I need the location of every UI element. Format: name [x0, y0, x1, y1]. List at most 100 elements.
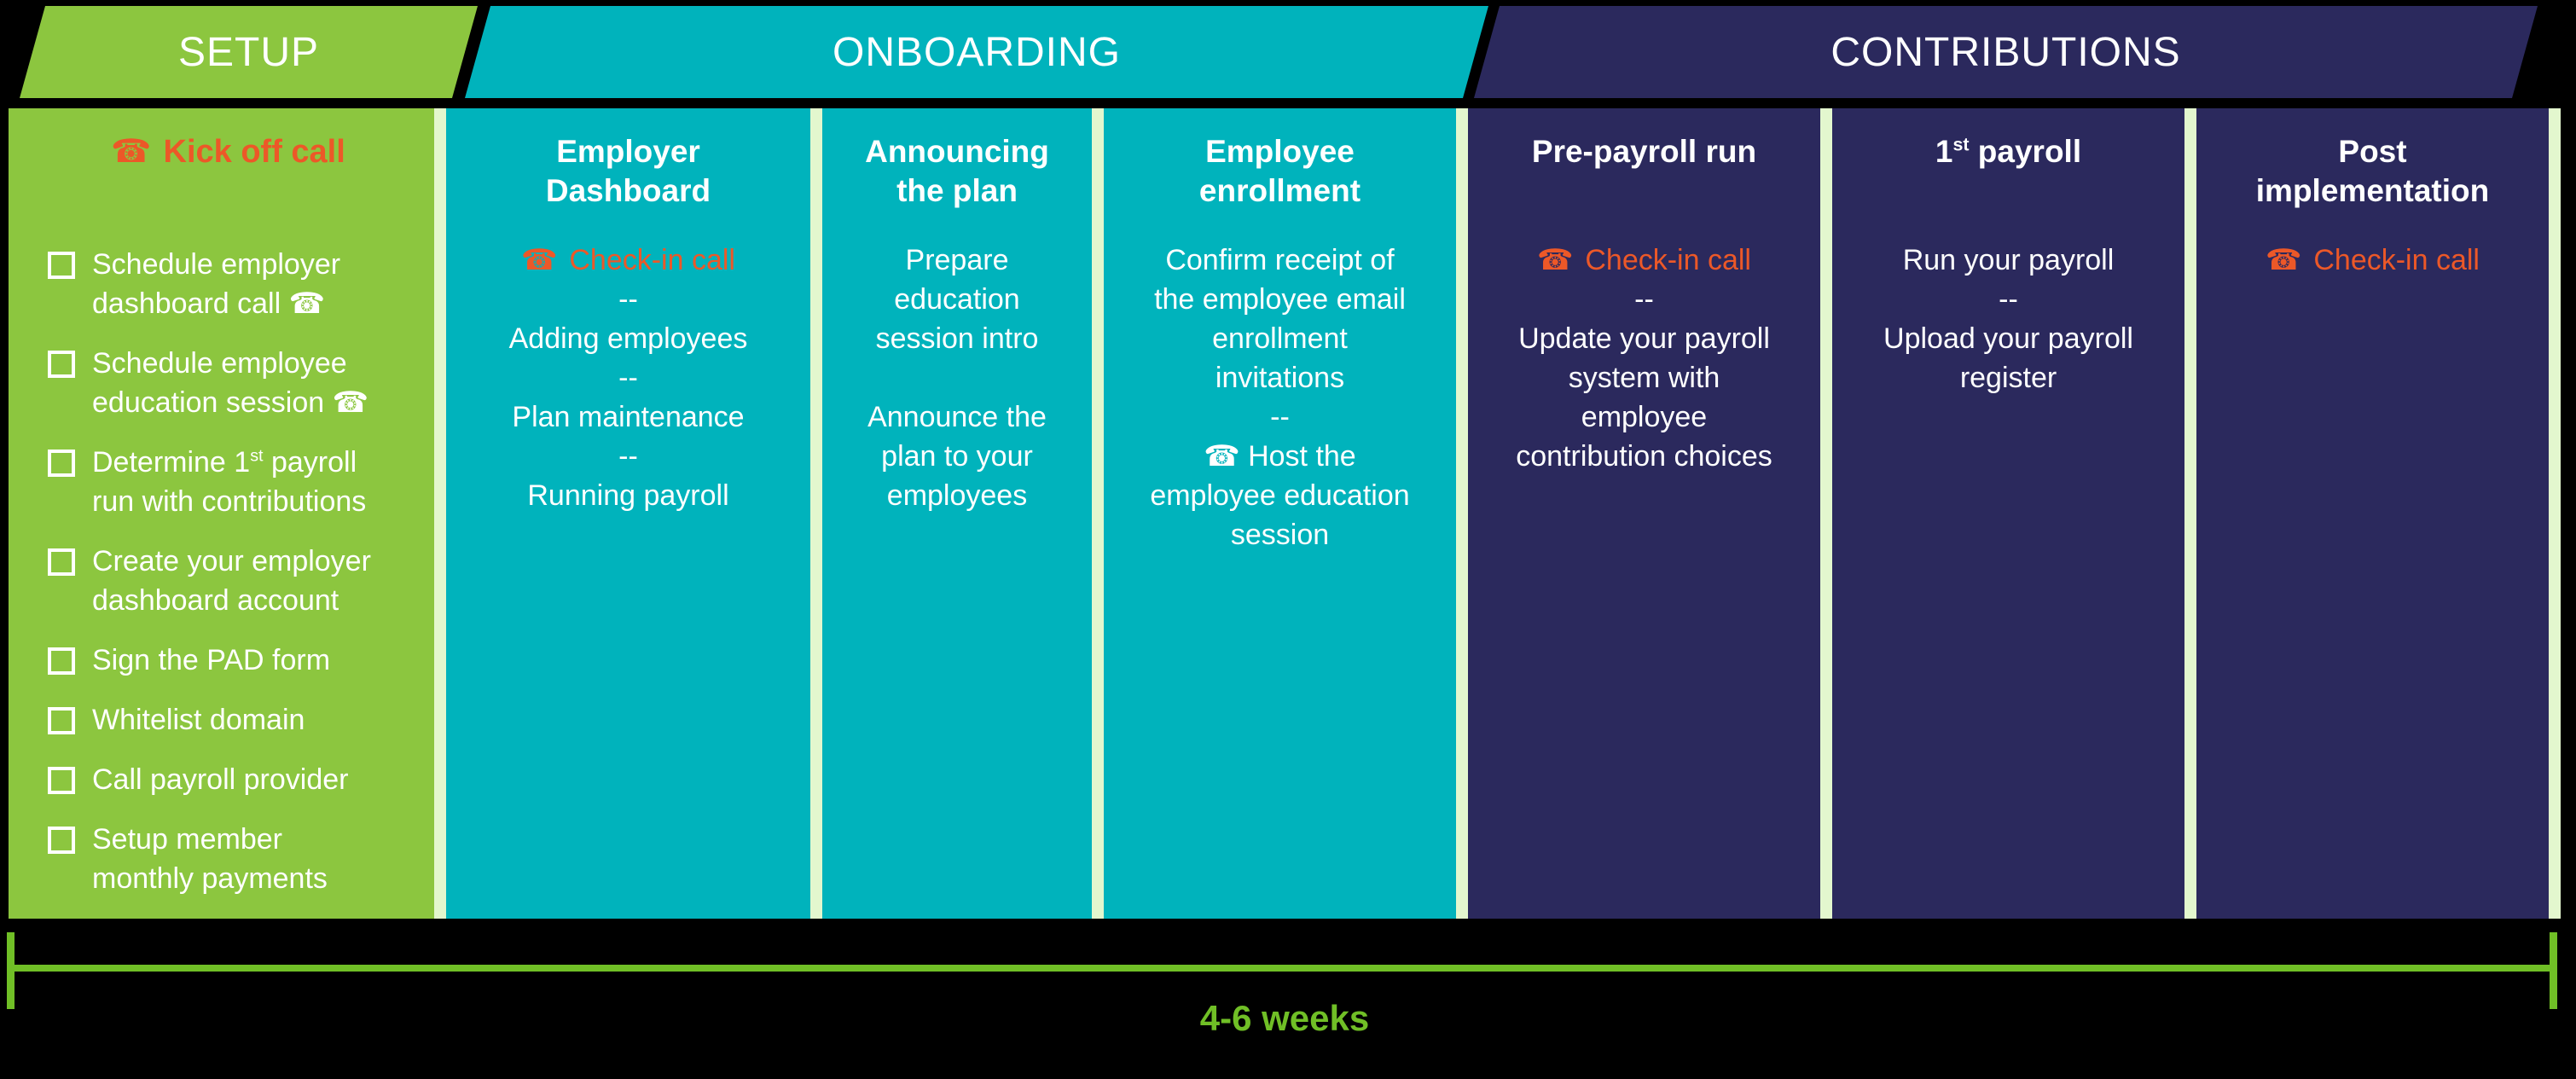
column-title-line: Dashboard	[545, 173, 711, 208]
check-in-call: ☎ Check-in call	[463, 241, 793, 280]
checklist-item: Schedule employer dashboard call ☎	[48, 245, 409, 323]
phase-header-setup: SETUP	[20, 6, 478, 98]
paragraph: Confirm receipt of the employee email en…	[1154, 244, 1406, 394]
checkbox-icon	[48, 827, 75, 854]
checkbox-icon	[48, 548, 75, 576]
checklist-item-text: Call payroll provider	[92, 760, 348, 799]
phone-icon: ☎	[521, 244, 558, 276]
phase-label-contributions: CONTRIBUTIONS	[1830, 29, 2181, 75]
paragraph: Update your payroll system with employee…	[1516, 322, 1772, 473]
column-setup-checklist: ☎ Kick off call Schedule employer dashbo…	[9, 108, 434, 919]
payroll-step: Upload your payroll register	[1883, 322, 2133, 394]
checklist-line: run with contributions	[92, 485, 367, 518]
column-title: Employee enrollment	[1144, 132, 1416, 211]
checklist-line: Call payroll provider	[92, 763, 349, 796]
phone-icon: ☎	[111, 134, 152, 170]
column-content: ☎ Check-in call -- Adding employees -- P…	[463, 241, 793, 515]
checkbox-icon	[48, 707, 75, 734]
check-in-call-label: Check-in call	[2313, 244, 2480, 276]
checklist-item-text: Whitelist domain	[92, 700, 305, 740]
host-session-label: Host the employee education session	[1150, 440, 1410, 551]
dashboard-topic: Plan maintenance	[512, 401, 745, 433]
phase-label-onboarding: ONBOARDING	[832, 29, 1122, 75]
checklist-line: Setup member	[92, 823, 282, 856]
checklist-item-text: Create your employer dashboard account	[92, 542, 371, 620]
phase-header-contributions: CONTRIBUTIONS	[1474, 6, 2538, 98]
columns-row: ☎ Kick off call Schedule employer dashbo…	[9, 108, 2561, 919]
dash-separator: --	[618, 440, 638, 473]
column-title-line: enrollment	[1198, 173, 1361, 208]
checklist-item: Create your employer dashboard account	[48, 542, 409, 620]
column-divider	[1820, 108, 1832, 919]
column-title-line: Pre-payroll run	[1531, 134, 1757, 169]
paragraph: Announce the plan to your employees	[867, 401, 1047, 512]
check-in-call-label: Check-in call	[569, 244, 735, 276]
column-content: ☎ Check-in call -- Update your payroll s…	[1516, 241, 1772, 476]
dash-separator: --	[1999, 283, 2018, 316]
column-content: Run your payroll -- Upload your payroll …	[1866, 241, 2150, 397]
checkbox-icon	[48, 252, 75, 279]
column-content: ☎ Check-in call	[2231, 241, 2515, 280]
dash-separator: --	[1634, 283, 1654, 316]
checklist-line: dashboard call ☎	[92, 287, 325, 320]
column-title-line: Employee	[1205, 134, 1355, 169]
column-divider	[434, 108, 446, 919]
phase-label-setup: SETUP	[177, 29, 320, 75]
superscript-st: st	[1952, 134, 1970, 155]
column-announcing-plan: Announcing the plan Prepare education se…	[822, 108, 1092, 919]
checkbox-icon	[48, 647, 75, 675]
checklist-line: Schedule employer	[92, 248, 341, 281]
checklist-item-text: Schedule employee education session ☎	[92, 344, 368, 422]
checklist-item-text: Schedule employer dashboard call ☎	[92, 245, 340, 323]
phone-icon: ☎	[1537, 244, 1574, 276]
column-title-line: Employer	[556, 134, 700, 169]
column-divider	[1456, 108, 1468, 919]
check-in-call-label: Check-in call	[1585, 244, 1751, 276]
checklist-item: Sign the PAD form	[48, 641, 409, 680]
column-title: Employer Dashboard	[463, 132, 793, 211]
payroll-step: Run your payroll	[1902, 244, 2115, 276]
dash-separator: --	[1270, 401, 1290, 433]
column-pre-payroll-run: Pre-payroll run ☎ Check-in call -- Updat…	[1468, 108, 1820, 919]
dash-separator: --	[618, 362, 638, 394]
checklist-item: Setup member monthly payments	[48, 820, 409, 898]
column-divider	[2549, 108, 2561, 919]
check-in-call: ☎ Check-in call	[2231, 241, 2515, 280]
column-title-line: Announcing	[865, 134, 1049, 169]
column-title-line: Post	[2338, 134, 2407, 169]
column-divider	[2184, 108, 2196, 919]
checklist-item-text: Determine 1st payroll run with contribut…	[92, 443, 366, 521]
checklist-line: dashboard account	[92, 584, 339, 617]
check-in-call: ☎ Check-in call	[1516, 241, 1772, 280]
column-title-line: the plan	[896, 173, 1018, 208]
checklist-item-text: Setup member monthly payments	[92, 820, 328, 898]
checklist-item: Determine 1st payroll run with contribut…	[48, 443, 409, 521]
host-session-line: ☎ Host the employee education session	[1144, 437, 1416, 554]
paragraph: Prepare education session intro	[875, 244, 1039, 355]
phone-icon: ☎	[1204, 440, 1240, 473]
checklist-item: Schedule employee education session ☎	[48, 344, 409, 422]
bracket-line	[7, 965, 2557, 972]
checklist-item: Whitelist domain	[48, 700, 409, 740]
checklist-line: Create your employer	[92, 545, 371, 577]
column-title-line: implementation	[2255, 173, 2490, 208]
phone-icon: ☎	[2266, 244, 2302, 276]
column-employer-dashboard: Employer Dashboard ☎ Check-in call -- Ad…	[446, 108, 810, 919]
checklist-line: education session ☎	[92, 386, 368, 419]
checklist-item-text: Sign the PAD form	[92, 641, 330, 680]
checkbox-icon	[48, 351, 75, 378]
checklist-line: Whitelist domain	[92, 704, 305, 736]
checkbox-icon	[48, 450, 75, 477]
kick-off-call-label: Kick off call	[163, 134, 345, 170]
column-content: Confirm receipt of the employee email en…	[1144, 241, 1416, 554]
bracket-right-tick	[2550, 932, 2557, 1009]
column-employee-enrollment: Employee enrollment Confirm receipt of t…	[1104, 108, 1456, 919]
checklist-line: monthly payments	[92, 862, 328, 895]
column-title: Post implementation	[2231, 132, 2515, 211]
kick-off-call: ☎ Kick off call	[48, 132, 409, 171]
checklist-item: Call payroll provider	[48, 760, 409, 799]
dashboard-topic: Running payroll	[527, 479, 729, 512]
column-first-payroll: 1st payroll Run your payroll -- Upload y…	[1832, 108, 2184, 919]
column-divider	[1092, 108, 1104, 919]
